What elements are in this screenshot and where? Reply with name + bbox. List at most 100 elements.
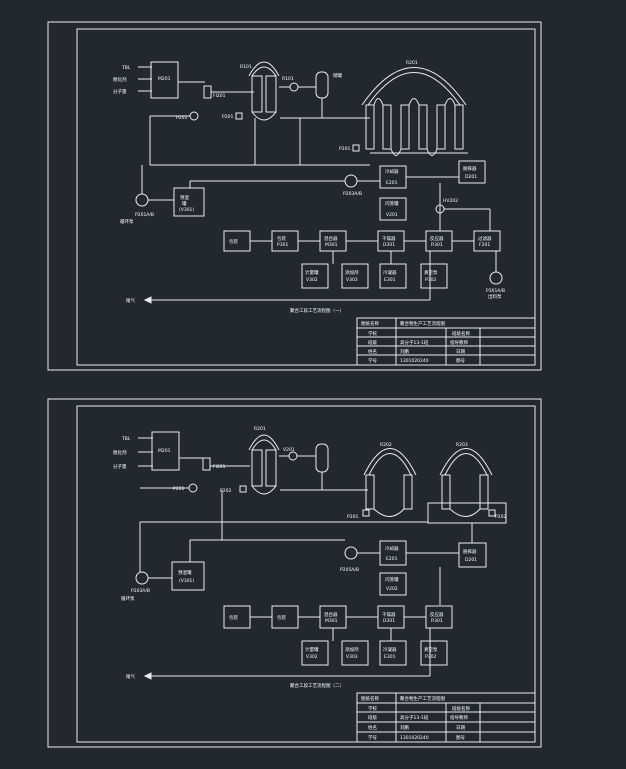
drawing-sheet-1[interactable] — [47, 21, 542, 371]
label: P301 — [277, 242, 288, 248]
label: 循环泵 — [120, 218, 134, 225]
label: 计量罐 — [305, 646, 319, 653]
premix-tank-V301[interactable] — [173, 187, 205, 217]
condenser-E301[interactable] — [379, 640, 407, 666]
label: D201 — [465, 174, 477, 180]
label: P201 — [339, 146, 350, 152]
label: 冷却器 — [385, 168, 399, 175]
label: 催化剂 — [113, 449, 127, 456]
metering-tank-V302[interactable] — [301, 263, 329, 289]
flash-drum-V201[interactable] — [379, 197, 407, 221]
additive-tank-V303[interactable] — [341, 640, 369, 666]
label: 包装 — [277, 235, 286, 242]
mix-tank-M201[interactable] — [150, 61, 179, 99]
title-cell: 聚合物生产工艺流程图 — [400, 320, 445, 327]
label: 计量罐 — [305, 269, 319, 276]
sheet-inner-border — [76, 405, 536, 743]
title-cell: 刘鹏 — [400, 348, 409, 355]
label: 预混 — [180, 194, 189, 201]
label: P203A/B — [131, 588, 150, 594]
title-cell: 班级名称 — [452, 330, 470, 337]
label: R203 — [456, 442, 468, 448]
label: R201 — [254, 426, 266, 432]
title-cell: 聚合物生产工艺流程图 — [400, 695, 445, 702]
label: M201 — [158, 76, 171, 82]
title-cell: 姓名 — [368, 724, 377, 731]
label: E301 — [384, 277, 396, 283]
metering-tank-V302[interactable] — [301, 640, 329, 666]
reactor-R201[interactable] — [248, 434, 280, 495]
title-cell: 学校 — [368, 705, 377, 712]
title-cell: 高分子13-1班 — [400, 714, 429, 721]
condenser-E301[interactable] — [379, 263, 407, 289]
valve-box[interactable] — [488, 509, 496, 517]
title-cell: 姓名 — [368, 348, 377, 355]
title-cell: 1301020240 — [400, 735, 429, 741]
title-cell: 1301020240 — [400, 358, 429, 364]
drawing-sheet-2[interactable] — [47, 398, 542, 748]
label: 脱挥器 — [463, 548, 477, 555]
label: E201 — [386, 556, 398, 562]
label: V201 — [386, 212, 398, 218]
label: FI201 — [213, 93, 226, 99]
label: (V301) — [179, 207, 194, 213]
label: 包装 — [229, 614, 238, 621]
title-cell: 图号 — [456, 735, 465, 741]
label: R202 — [380, 442, 392, 448]
devolatilizer-D201[interactable] — [458, 160, 486, 184]
additive-tank-V303[interactable] — [341, 263, 369, 289]
label: 闪蒸罐 — [385, 576, 399, 583]
feed-lines — [138, 66, 152, 92]
premix-tank-V301[interactable] — [171, 561, 205, 591]
flowmeter-FI201[interactable] — [202, 457, 211, 471]
label: 催化剂 — [113, 76, 127, 83]
label: R301 — [431, 618, 443, 624]
valve-box[interactable] — [362, 509, 370, 517]
valve-box[interactable] — [352, 144, 360, 152]
reactor-R101[interactable] — [248, 61, 280, 121]
label: 添加剂 — [345, 269, 359, 276]
label: M201 — [158, 448, 171, 454]
label: 预混罐 — [178, 569, 192, 576]
title-cell: 班级名称 — [452, 705, 470, 712]
valve-box[interactable] — [239, 485, 247, 493]
label: V302 — [306, 654, 318, 660]
title-cell: 班级 — [368, 339, 377, 346]
label: 储罐 — [333, 72, 342, 79]
valve-box[interactable] — [235, 112, 243, 120]
reactor-R202[interactable] — [363, 448, 417, 517]
label: R101 — [282, 76, 294, 82]
title-cell: 图纸名称 — [361, 695, 379, 702]
label: P205A/B — [340, 567, 359, 573]
title-cell: 学校 — [368, 330, 377, 337]
label: P302 — [425, 277, 436, 283]
reactor-R201[interactable] — [361, 67, 467, 156]
sheet-2-labels: TBL 催化剂 分子量 M201 FI201 P201 R201 P202 V2… — [113, 426, 506, 741]
title-cell: 指导教师 — [450, 714, 468, 721]
label: V302 — [306, 277, 318, 283]
label: P202 — [495, 514, 506, 520]
label: 尾气 — [126, 673, 135, 680]
label: 冷凝器 — [383, 646, 397, 653]
title-block — [356, 692, 536, 743]
reactor-R203[interactable] — [439, 448, 493, 517]
vacuum-pump-P302[interactable] — [420, 263, 448, 289]
label: M301 — [325, 242, 338, 248]
label: 混合器 — [324, 611, 338, 618]
flash-drum-V202[interactable] — [379, 572, 407, 596]
label: 出料泵 — [488, 293, 502, 300]
label: 真空泵 — [424, 269, 438, 276]
label: 过滤器 — [478, 235, 492, 242]
label: P201 — [176, 115, 187, 121]
title-cell: 学号 — [368, 734, 377, 741]
mix-tank-M201[interactable] — [151, 431, 180, 471]
label: E301 — [384, 654, 396, 660]
title-cell: 图号 — [456, 358, 465, 364]
label: D301 — [383, 242, 395, 248]
label: 脱挥器 — [463, 165, 477, 172]
label: 尾气 — [126, 297, 135, 304]
label: 包装 — [229, 238, 238, 245]
arrow-left-icon — [143, 672, 152, 680]
vacuum-pump-P302[interactable] — [420, 640, 448, 666]
